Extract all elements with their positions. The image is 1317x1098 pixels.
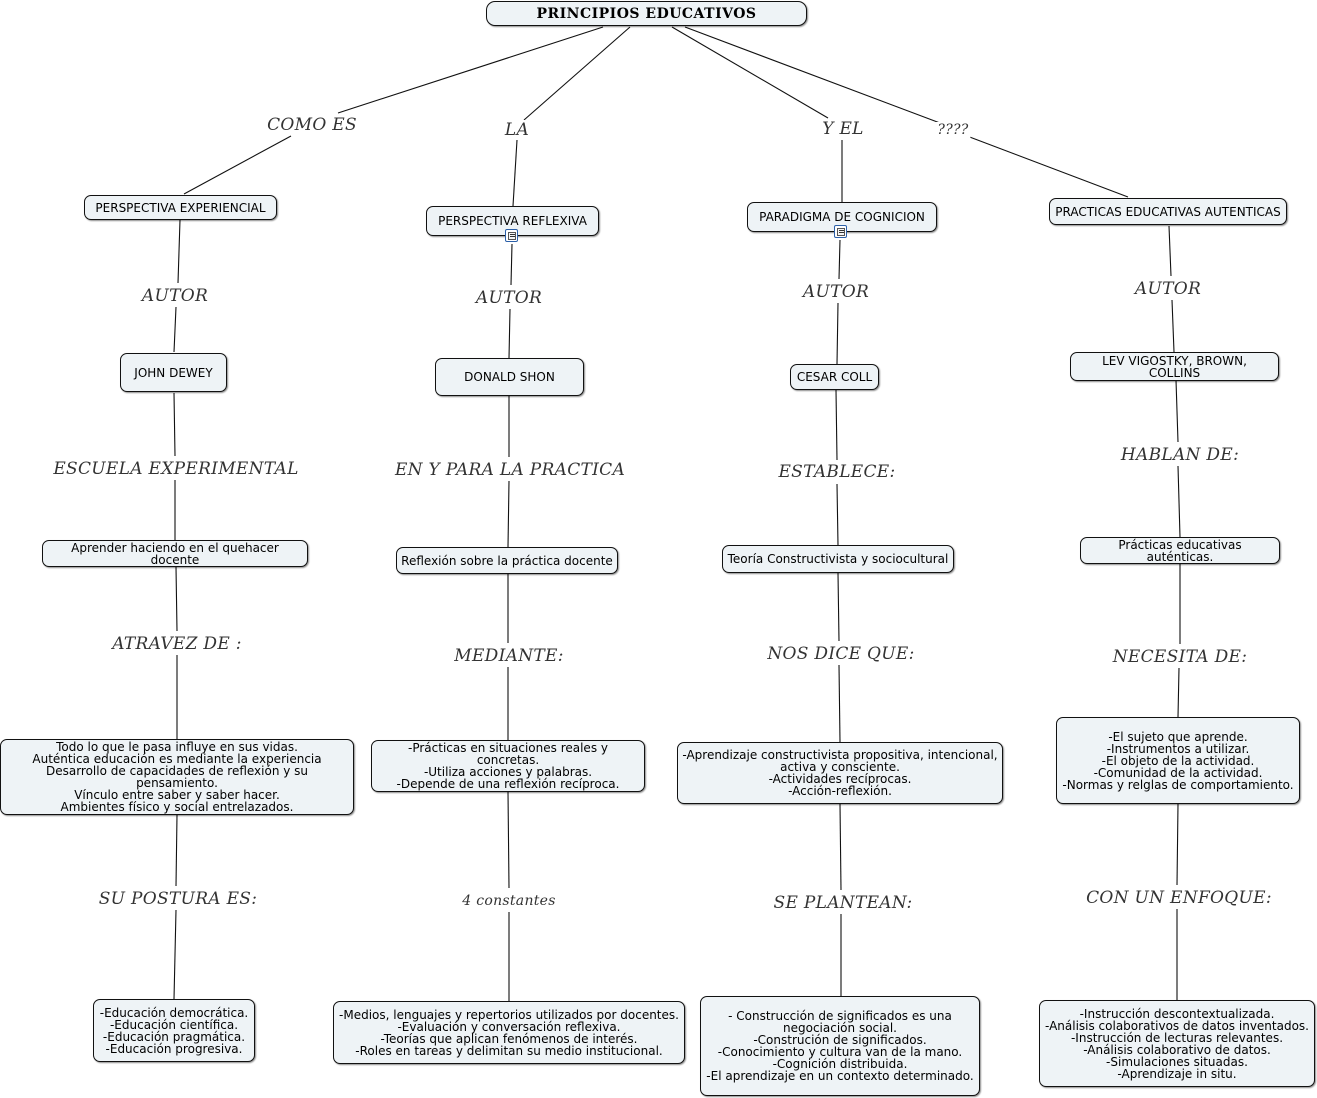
author-donald-shon[interactable]: DONALD SHON xyxy=(435,358,584,396)
linking-phrase-su-postura-es: SU POSTURA ES: xyxy=(96,889,260,909)
document-icon[interactable] xyxy=(505,229,518,242)
linking-phrase-la: LA xyxy=(502,120,532,140)
concept-practicas-autenticas[interactable]: PRACTICAS EDUCATIVAS AUTENTICAS xyxy=(1049,198,1287,225)
linking-phrase-en-y-para: EN Y PARA LA PRACTICA xyxy=(392,460,628,480)
final-cognicion[interactable]: - Construcción de significados es una ne… xyxy=(700,996,980,1096)
topic-teoria-constructivista[interactable]: Teoría Constructivista y sociocultural xyxy=(722,545,954,573)
linking-phrase-con-un-enfoque: CON UN ENFOQUE: xyxy=(1084,888,1274,908)
concept-perspectiva-reflexiva[interactable]: PERSPECTIVA REFLEXIVA xyxy=(426,206,599,236)
linking-phrase-se-plantean: SE PLANTEAN: xyxy=(771,893,915,913)
linking-phrase-establece: ESTABLECE: xyxy=(776,462,898,482)
linking-phrase-autor-2: AUTOR xyxy=(473,288,545,308)
linking-phrase-hablan-de: HABLAN DE: xyxy=(1118,445,1242,465)
author-cesar-coll[interactable]: CESAR COLL xyxy=(790,364,879,390)
document-icon[interactable] xyxy=(834,225,847,238)
final-autenticas[interactable]: -Instrucción descontextualizada. -Anális… xyxy=(1039,1000,1315,1087)
linking-phrase-autor-3: AUTOR xyxy=(800,282,872,302)
final-reflexiva[interactable]: -Medios, lenguajes y repertorios utiliza… xyxy=(333,1001,685,1064)
details-experiencial[interactable]: Todo lo que le pasa influye en sus vidas… xyxy=(0,739,354,815)
topic-reflexion[interactable]: Reflexión sobre la práctica docente xyxy=(396,547,618,574)
linking-phrase-como-es: COMO ES xyxy=(265,115,359,135)
linking-phrase-atravez-de: ATRAVEZ DE : xyxy=(110,634,244,654)
details-cognicion[interactable]: -Aprendizaje constructivista propositiva… xyxy=(677,742,1003,804)
linking-phrase-y-el: Y EL xyxy=(820,119,866,139)
details-reflexiva[interactable]: -Prácticas en situaciones reales y concr… xyxy=(371,740,645,792)
topic-aprender-haciendo[interactable]: Aprender haciendo en el quehacer docente xyxy=(42,540,308,567)
author-lev-vigostky[interactable]: LEV VIGOSTKY, BROWN, COLLINS xyxy=(1070,352,1279,381)
author-john-dewey[interactable]: JOHN DEWEY xyxy=(120,353,227,392)
topic-practicas-autenticas[interactable]: Prácticas educativas auténticas. xyxy=(1080,537,1280,564)
linking-phrase-4-constantes: 4 constantes xyxy=(460,893,558,909)
details-autenticas[interactable]: -El sujeto que aprende. -Instrumentos a … xyxy=(1056,717,1300,804)
concept-perspectiva-experiencial[interactable]: PERSPECTIVA EXPERIENCIAL xyxy=(84,195,277,220)
linking-phrase-necesita-de: NECESITA DE: xyxy=(1110,647,1250,667)
final-experiencial[interactable]: -Educación democrática. -Educación cient… xyxy=(93,999,255,1062)
map-title[interactable]: PRINCIPIOS EDUCATIVOS xyxy=(486,1,807,26)
linking-phrase-escuela-experimental: ESCUELA EXPERIMENTAL xyxy=(51,459,301,479)
linking-phrase-autor-1: AUTOR xyxy=(139,286,211,306)
linking-phrase-nos-dice-que: NOS DICE QUE: xyxy=(765,644,917,664)
linking-phrase-mediante: MEDIANTE: xyxy=(452,646,566,666)
linking-phrase-autor-4: AUTOR xyxy=(1132,279,1204,299)
linking-phrase-question: ???? xyxy=(935,122,971,138)
